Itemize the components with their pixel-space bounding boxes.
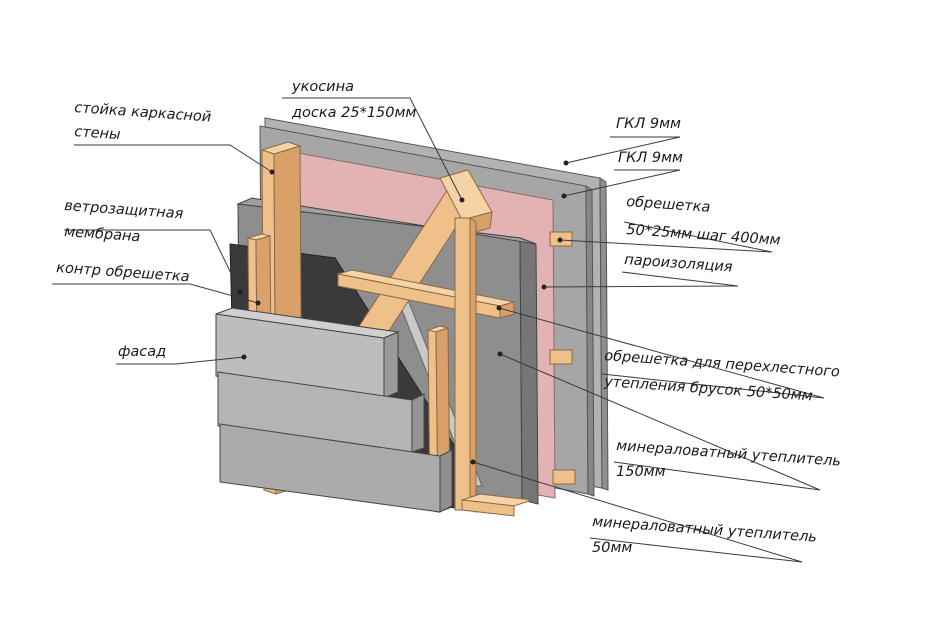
label-wool50-2: 50мм (592, 540, 632, 556)
label-wool150-2: 150мм (616, 464, 666, 480)
label-vapor: пароизоляция (624, 252, 734, 276)
label-lath-1: обрешетка (626, 194, 711, 216)
leader-dots (237, 160, 569, 465)
leader-lines (52, 97, 825, 563)
label-gkl-2: ГКЛ 9мм (618, 150, 683, 166)
label-stud-1: стойка каркасной (74, 100, 212, 126)
label-membrane-1: ветрозащитная (64, 198, 184, 222)
label-counter-batten: контр обрешетка (56, 260, 190, 285)
facade-boards (215, 307, 453, 513)
label-gkl-1: ГКЛ 9мм (616, 116, 681, 132)
label-brace: укосина (291, 79, 354, 95)
label-stud-2: стены (74, 124, 121, 143)
callout-labels: укосина доска 25*150мм стойка каркасной … (56, 79, 842, 556)
label-cross-lath-2: утепления брусок 50*50мм (603, 374, 813, 405)
label-membrane-2: мембрана (64, 224, 141, 245)
label-brace-board: доска 25*150мм (291, 105, 416, 121)
bottom-plate (461, 493, 533, 517)
cross-lath-vertical (454, 217, 477, 513)
label-facade: фасад (118, 344, 166, 360)
